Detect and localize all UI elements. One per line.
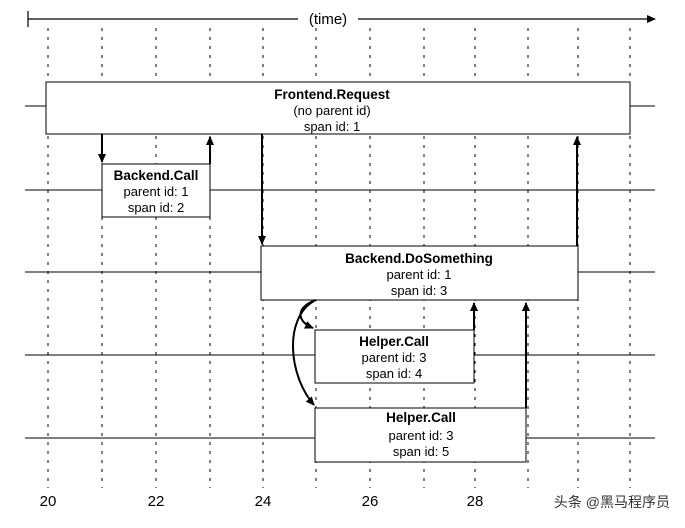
watermark: 头条 @黑马程序员 <box>554 494 670 510</box>
time-axis-label: (time) <box>309 11 347 28</box>
x-tick-label: 20 <box>40 493 57 510</box>
span-parent-id: parent id: 1 <box>386 267 451 282</box>
call-arrow <box>292 300 315 406</box>
call-arrows <box>98 134 581 408</box>
span-frontend-request: Frontend.Request (no parent id) span id:… <box>45 81 631 135</box>
span-helper-call-4: Helper.Call parent id: 3 span id: 4 <box>314 329 475 384</box>
span-parent-id: parent id: 3 <box>388 428 453 443</box>
span-id: span id: 5 <box>393 444 449 459</box>
span-box <box>314 407 527 463</box>
span-id: span id: 3 <box>391 283 447 298</box>
x-axis-tick-labels: 20 22 24 26 28 <box>40 493 484 510</box>
span-id: span id: 2 <box>128 200 184 215</box>
span-name: Backend.DoSomething <box>345 251 493 266</box>
x-tick-label: 22 <box>148 493 165 510</box>
span-name: Backend.Call <box>114 168 199 183</box>
x-tick-label: 24 <box>255 493 272 510</box>
span-name: Helper.Call <box>386 410 456 425</box>
x-tick-label: 28 <box>467 493 484 510</box>
span-backend-call: Backend.Call parent id: 1 span id: 2 <box>101 163 211 218</box>
span-box <box>45 81 631 135</box>
span-id: span id: 4 <box>366 366 422 381</box>
span-box <box>314 329 475 384</box>
time-axis: (time) <box>27 11 656 28</box>
span-id: span id: 1 <box>304 119 360 134</box>
span-name: Frontend.Request <box>274 87 390 102</box>
span-box <box>101 163 211 218</box>
span-name: Helper.Call <box>359 334 429 349</box>
span-box <box>260 245 579 301</box>
x-tick-label: 26 <box>362 493 379 510</box>
span-parent-id: (no parent id) <box>293 103 370 118</box>
span-helper-call-5: Helper.Call parent id: 3 span id: 5 <box>314 407 527 463</box>
span-backend-dosomething: Backend.DoSomething parent id: 1 span id… <box>260 245 579 301</box>
span-parent-id: parent id: 1 <box>123 184 188 199</box>
span-parent-id: parent id: 3 <box>361 350 426 365</box>
